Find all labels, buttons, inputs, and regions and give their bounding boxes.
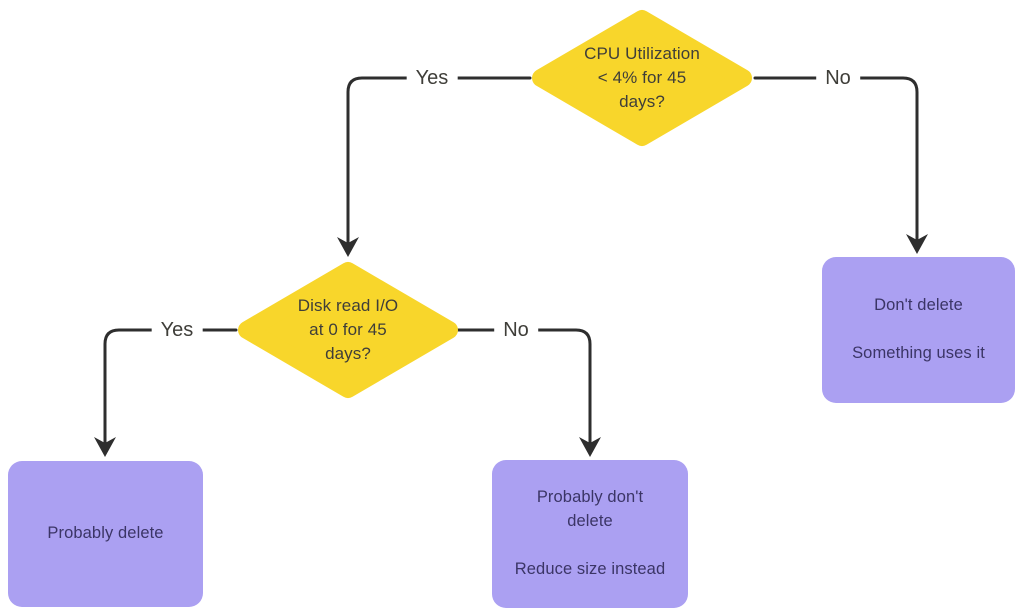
diamond-shape-icon: [238, 262, 458, 398]
outcome-probably-delete-text: Probably delete: [47, 524, 164, 543]
edge-cpu-no-line: [753, 76, 919, 242]
edge-label-disk-yes: Yes: [151, 318, 203, 342]
outcome-node-probably-delete: Probably delete: [8, 461, 203, 607]
edge-disk-no-arrowhead-icon: [579, 437, 601, 457]
decision-node-cpu-text: CPU Utilization < 4% for 45 days?: [584, 43, 700, 112]
edge-disk-yes-line: [103, 328, 238, 445]
outcome-dont-delete-text: Don't delete Something uses it: [852, 296, 985, 362]
edge-label-cpu-no: No: [816, 66, 860, 90]
outcome-node-dont-delete: Don't delete Something uses it: [822, 257, 1015, 403]
edge-disk-no-line: [456, 328, 592, 445]
edge-cpu-no-arrowhead-icon: [906, 234, 928, 254]
edge-label-cpu-yes: Yes: [406, 66, 458, 90]
outcome-node-probably-dont-delete: Probably don't delete Reduce size instea…: [492, 460, 688, 608]
decision-node-disk-text: Disk read I/O at 0 for 45 days?: [297, 295, 399, 364]
edge-label-disk-no: No: [494, 318, 538, 342]
edge-cpu-yes-arrowhead-icon: [337, 237, 359, 257]
decision-node-disk-read-io: Disk read I/O at 0 for 45 days?: [236, 260, 460, 400]
diamond-shape-icon: [532, 10, 752, 146]
edge-cpu-yes-line: [346, 76, 532, 244]
decision-node-cpu-utilization: CPU Utilization < 4% for 45 days?: [530, 8, 754, 148]
outcome-probably-dont-delete-text: Probably don't delete Reduce size instea…: [514, 488, 666, 578]
edge-disk-yes-arrowhead-icon: [94, 437, 116, 457]
